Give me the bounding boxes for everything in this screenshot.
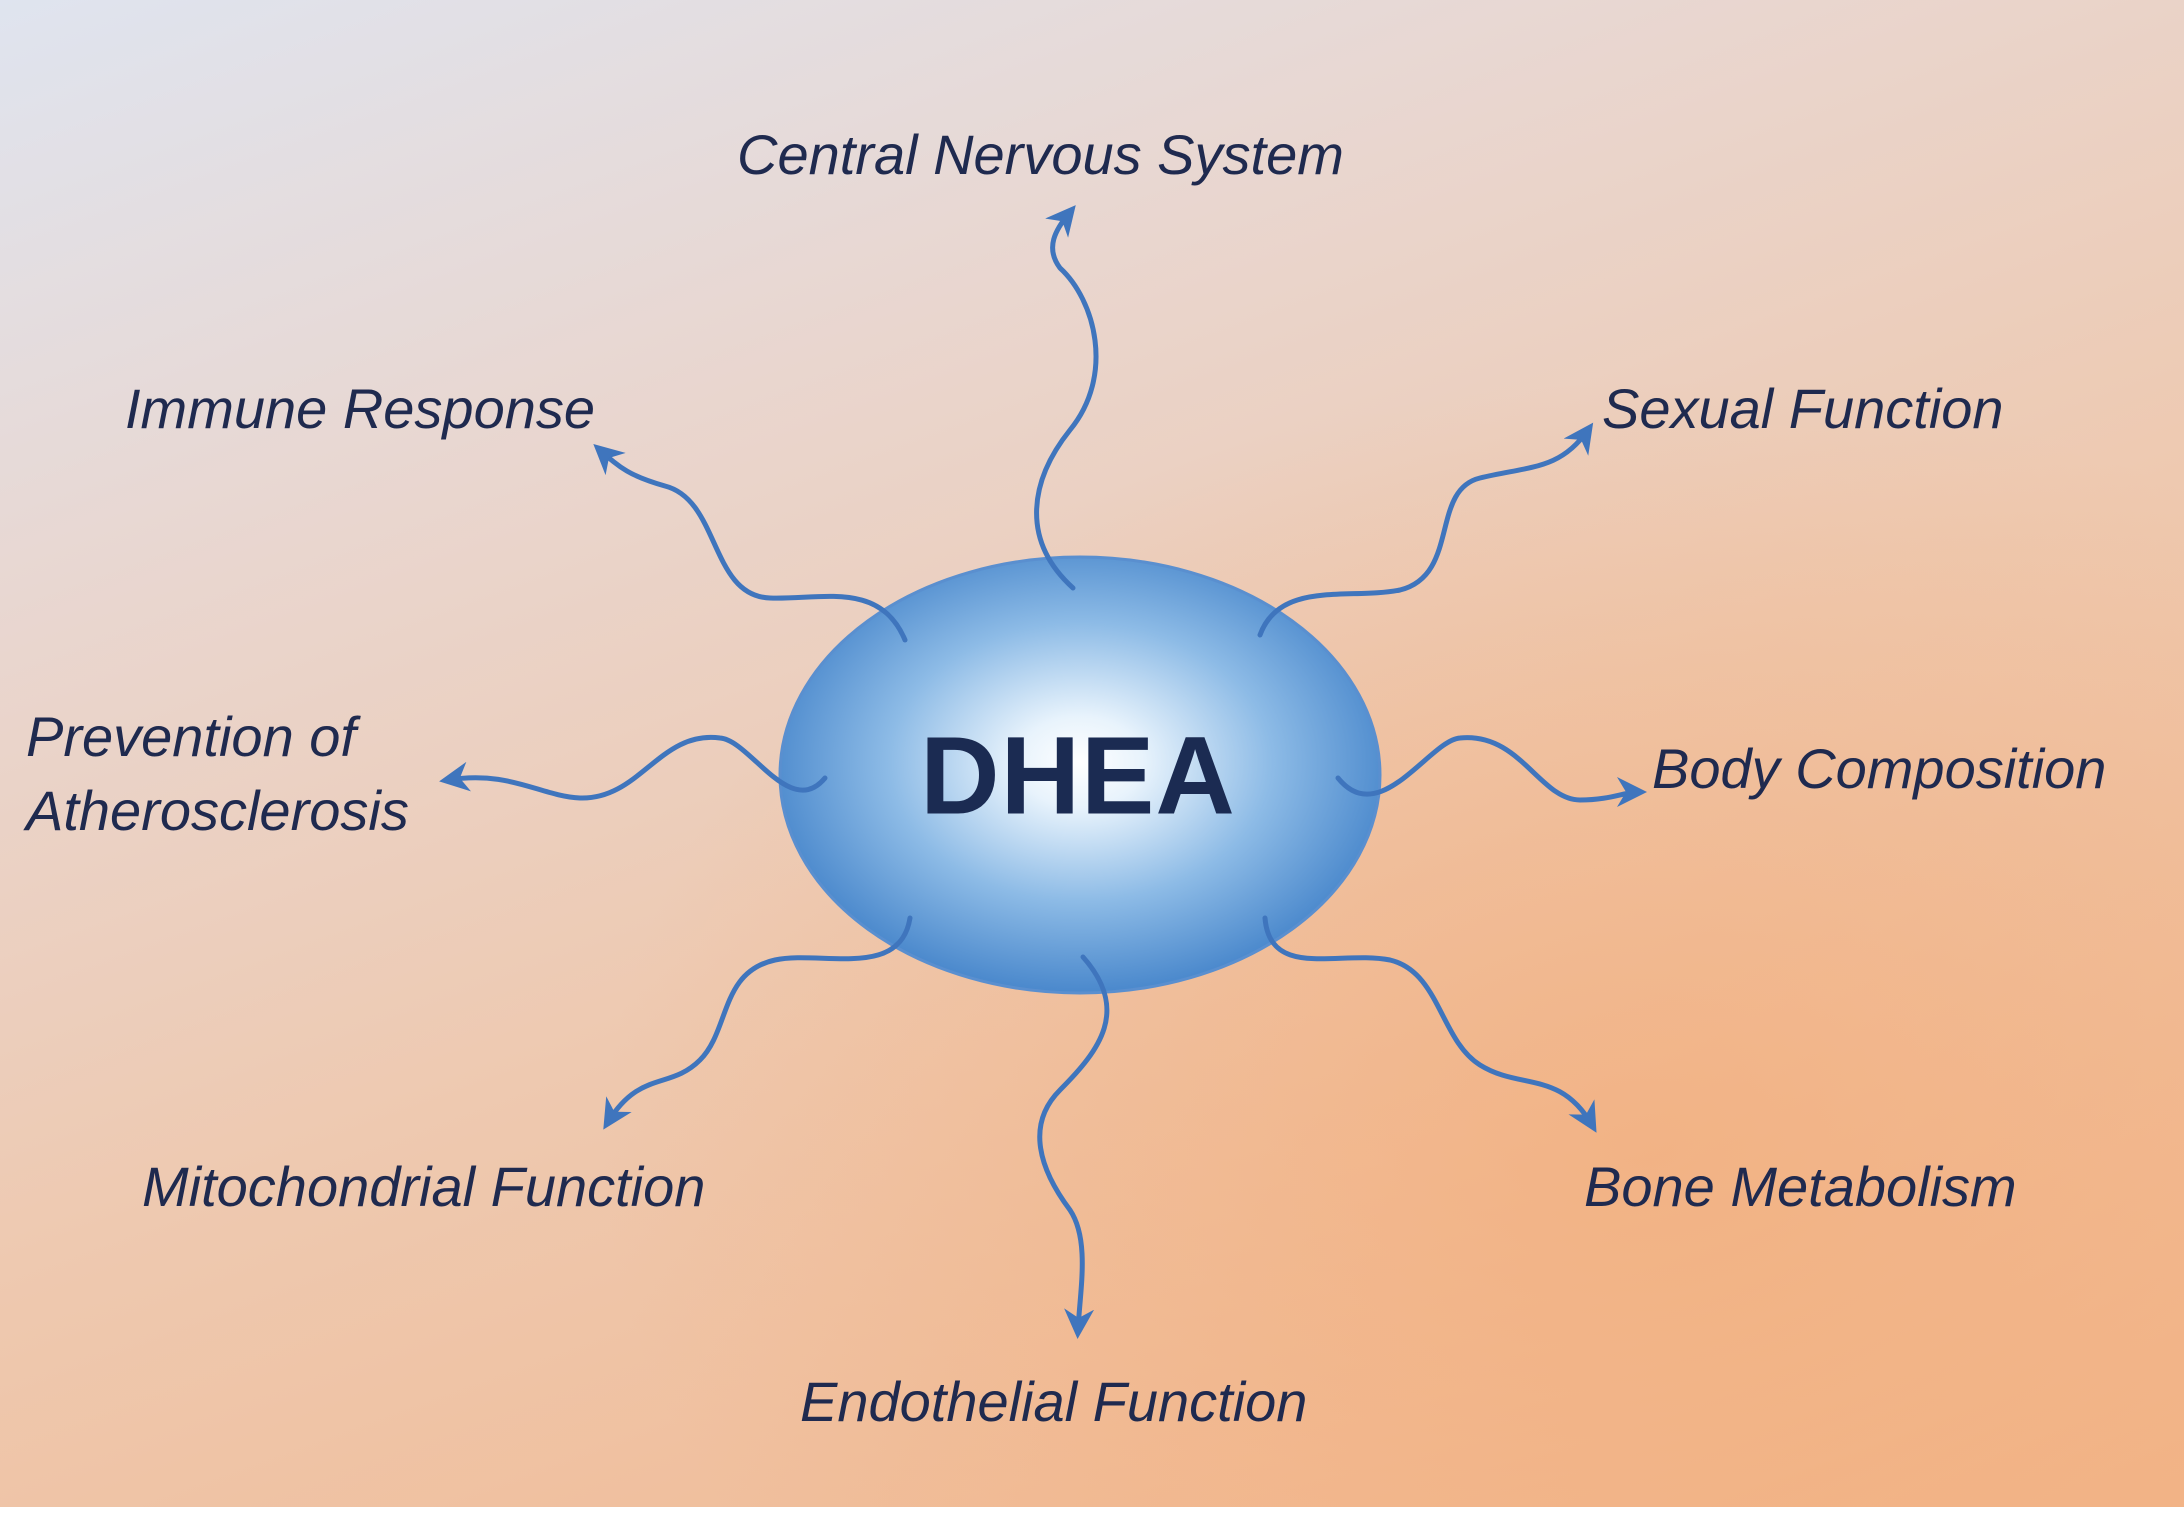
arrow-bone-metabolism: [1262, 915, 1597, 1133]
arrow-central-nervous-system: [1034, 205, 1099, 591]
arrow-sexual-function: [1257, 422, 1594, 638]
label-prevention-of: Prevention of: [26, 705, 356, 768]
arrow-mitochondrial-function: [603, 915, 913, 1130]
bottom-edge: [0, 1507, 2184, 1513]
arrow-body-composition: [1335, 735, 1647, 808]
arrow-immune-response: [593, 443, 908, 643]
dhea-hub: [778, 555, 1382, 995]
arrow-endothelial-function: [1037, 954, 1110, 1339]
arrow-prevention-atherosclerosis: [439, 734, 828, 801]
dhea-hub-label: DHEA: [920, 714, 1236, 838]
label-central-nervous-system: Central Nervous System: [737, 123, 1344, 186]
label-body-composition: Body Composition: [1652, 737, 2107, 800]
label-mitochondrial-function: Mitochondrial Function: [142, 1155, 706, 1218]
label-immune-response: Immune Response: [125, 377, 596, 440]
label-endothelial-function: Endothelial Function: [800, 1370, 1308, 1433]
label-atherosclerosis: Atherosclerosis: [26, 779, 409, 842]
label-bone-metabolism: Bone Metabolism: [1584, 1155, 2017, 1218]
label-sexual-function: Sexual Function: [1602, 377, 2004, 440]
